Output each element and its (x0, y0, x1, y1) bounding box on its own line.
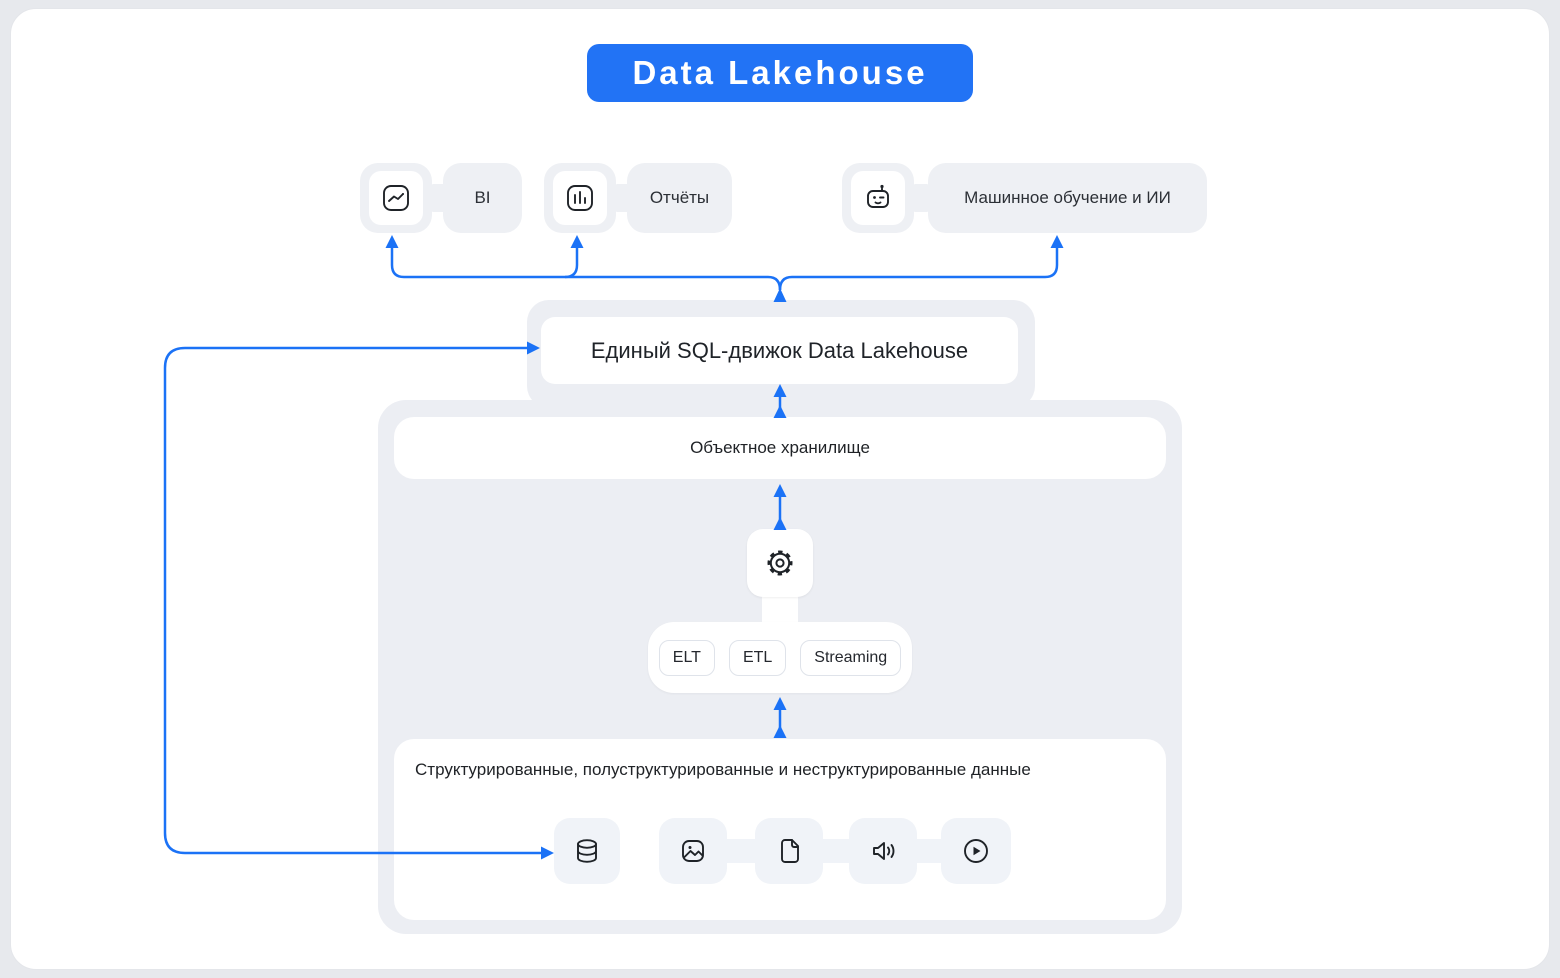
video-source-box (941, 818, 1011, 884)
image-icon (682, 840, 704, 862)
line-chart-icon (383, 185, 409, 211)
source-neck-2 (819, 839, 853, 863)
gear-icon (767, 550, 793, 576)
processing-modes-pill: ELT ETL Streaming (648, 622, 912, 693)
processing-gear-box (747, 529, 813, 597)
sql-engine-box: Единый SQL-движок Data Lakehouse (541, 317, 1018, 384)
bi-icon-frame (369, 171, 423, 225)
audio-source-box (849, 818, 917, 884)
diagram-title-label: Data Lakehouse (632, 54, 928, 91)
elt-chip: ELT (658, 639, 715, 676)
streaming-chip: Streaming (800, 639, 902, 676)
bi-label-pill: BI (443, 163, 522, 233)
ml-label: Машинное обучение и ИИ (964, 188, 1171, 207)
file-source-box (755, 818, 823, 884)
ml-icon-frame (851, 171, 905, 225)
source-neck-3 (913, 839, 945, 863)
ml-label-pill: Машинное обучение и ИИ (928, 163, 1207, 233)
reports-label-pill: Отчёты (627, 163, 732, 233)
file-icon (781, 839, 799, 863)
bar-chart-icon (567, 185, 593, 211)
sql-engine-label: Единый SQL-движок Data Lakehouse (590, 337, 969, 363)
database-source-box (554, 818, 620, 884)
video-icon (964, 839, 988, 863)
diagram-title: Data Lakehouse (587, 44, 973, 102)
source-neck-1 (723, 839, 759, 863)
image-source-box (659, 818, 727, 884)
ml-neck (910, 184, 932, 212)
robot-icon (867, 184, 889, 208)
bi-icon-box (360, 163, 432, 233)
database-icon (577, 839, 597, 863)
data-sources-label: Структурированные, полуструктурированные… (415, 760, 1031, 779)
object-storage-label: Объектное хранилище (690, 438, 870, 457)
reports-icon-box (544, 163, 616, 233)
etl-chip: ETL (728, 639, 787, 676)
reports-icon-frame (553, 171, 607, 225)
ml-icon-box (842, 163, 914, 233)
audio-icon (873, 842, 895, 860)
bi-label: BI (474, 188, 491, 207)
reports-label: Отчёты (649, 188, 710, 207)
object-storage-box: Объектное хранилище (394, 417, 1166, 479)
